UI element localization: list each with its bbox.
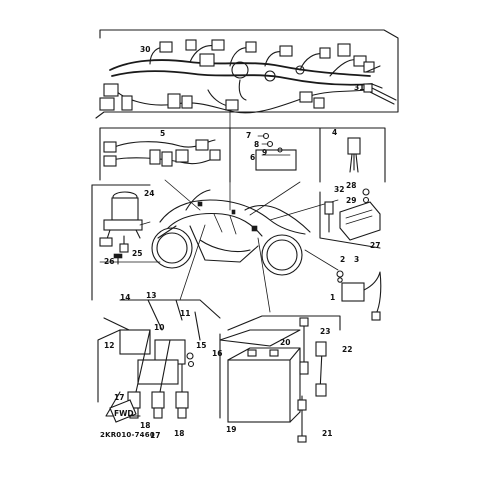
callout-8: 8 — [254, 140, 259, 149]
callout-24: 24 — [144, 189, 154, 198]
cdi-unit-group — [319, 188, 381, 249]
callout-4: 4 — [332, 128, 337, 137]
callout-13: 13 — [146, 291, 156, 300]
regulator-group — [336, 270, 382, 321]
callout-26: 26 — [104, 257, 114, 266]
callout-28: 28 — [346, 181, 356, 190]
callout-11: 11 — [180, 309, 190, 318]
forward-arrow-marker: FWD — [109, 399, 137, 423]
callout-32: 32 — [334, 185, 344, 194]
callout-18-left: 18 — [140, 421, 150, 430]
figure-code: 2KR010-7460 — [100, 431, 155, 439]
callout-27: 27 — [370, 241, 380, 250]
part-31-clamp — [363, 83, 397, 105]
callout-17-bottom: 17 — [150, 431, 160, 440]
callout-16: 16 — [212, 349, 222, 358]
callout-10: 10 — [154, 323, 164, 332]
callout-30: 30 — [140, 45, 150, 54]
callout-2: 2 — [340, 255, 345, 264]
sub-harness-group — [99, 127, 386, 183]
callout-15: 15 — [196, 341, 206, 350]
callout-1: 1 — [330, 293, 335, 302]
callout-7: 7 — [246, 131, 251, 140]
callout-18-bottom: 18 — [174, 429, 184, 438]
callout-9: 9 — [262, 148, 267, 157]
battery-group — [219, 315, 341, 443]
callout-19: 19 — [226, 425, 236, 434]
callout-numbers: 30 31 5 4 7 8 9 6 24 25 26 32 28 29 27 2… — [104, 45, 380, 440]
callout-20: 20 — [280, 338, 290, 347]
main-switch-group — [91, 184, 151, 301]
callout-23: 23 — [320, 327, 330, 336]
callout-3: 3 — [354, 255, 359, 264]
callout-17-left: 17 — [114, 393, 124, 402]
callout-5: 5 — [160, 129, 165, 138]
callout-31: 31 — [354, 83, 364, 92]
callout-25: 25 — [132, 249, 142, 258]
fwd-label: FWD — [114, 409, 134, 418]
harness-frame — [95, 29, 399, 119]
wire-harness — [99, 39, 383, 114]
callout-14: 14 — [120, 293, 130, 302]
callout-6: 6 — [250, 153, 255, 162]
callout-21: 21 — [322, 429, 332, 438]
callout-29: 29 — [346, 196, 356, 205]
motorcycle-outline — [151, 189, 311, 276]
callout-22: 22 — [342, 345, 352, 354]
callout-12: 12 — [104, 341, 114, 350]
